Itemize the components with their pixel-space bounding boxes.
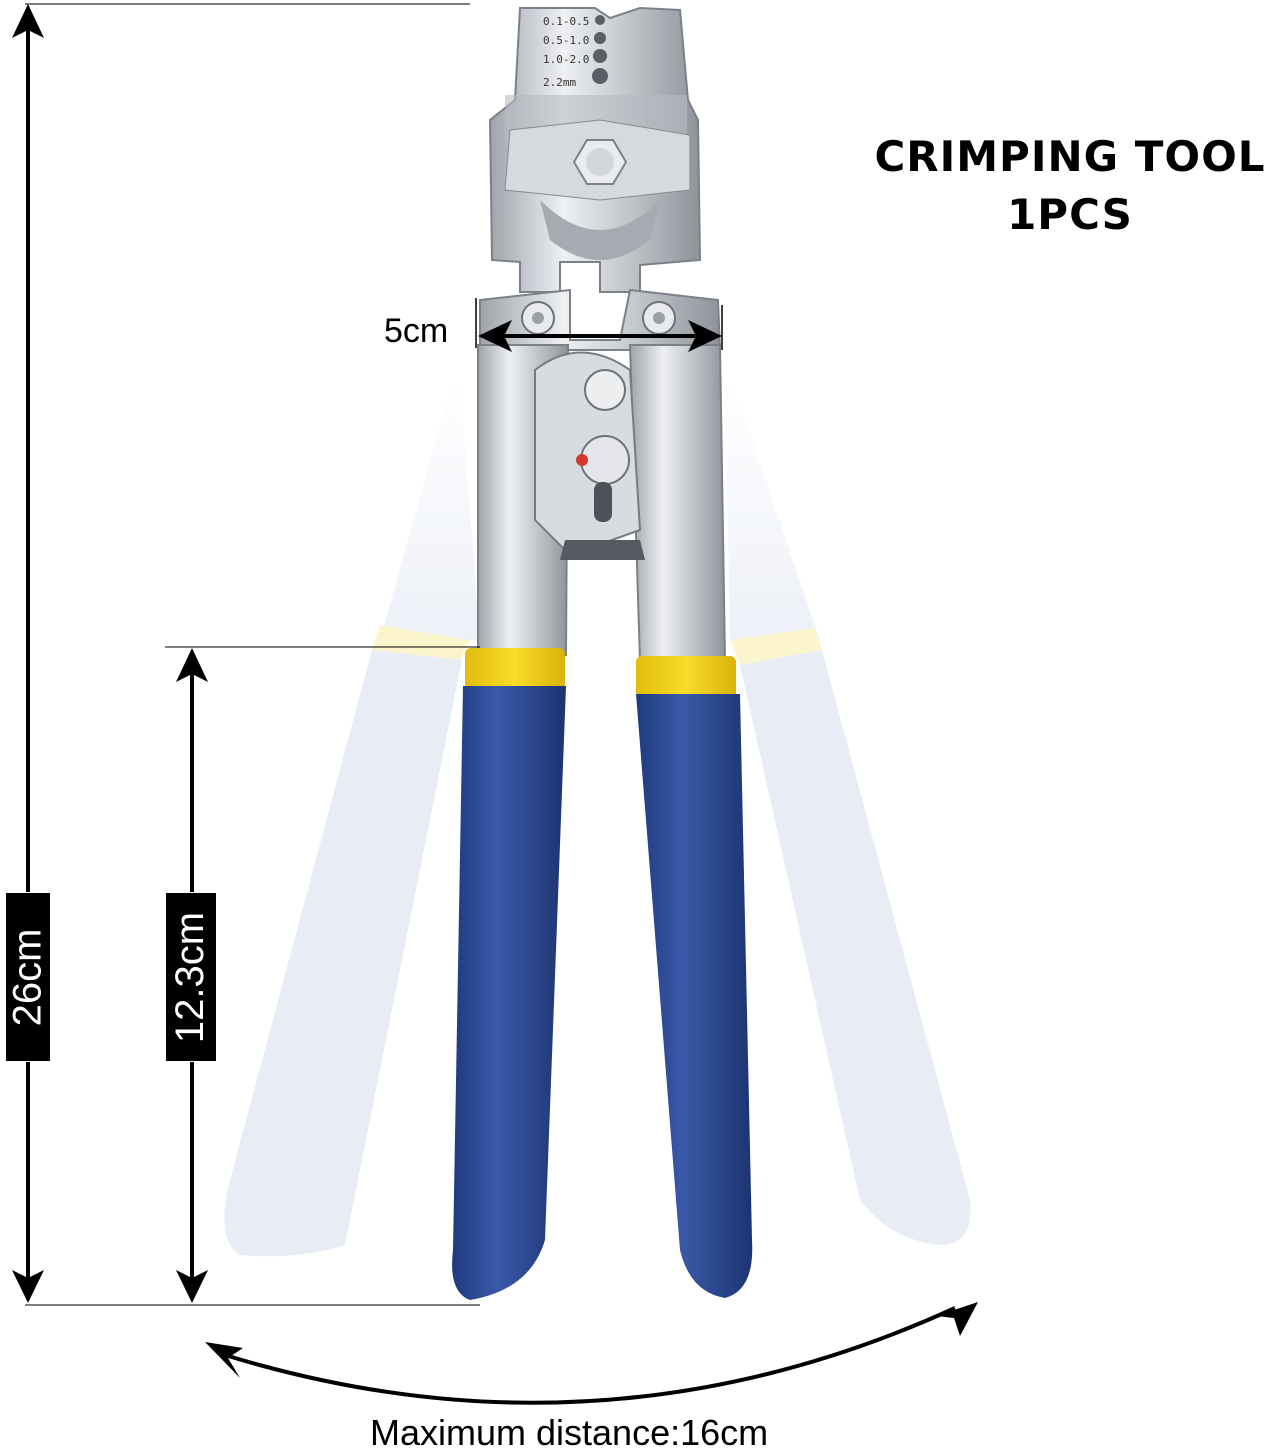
right-handle-grip [636,694,753,1298]
crimp-size-markings: 0.1-0.5 0.5-1.0 1.0-2.0 2.2mm [543,12,589,92]
right-grip-collar [636,656,736,698]
handle-length-label: 12.3cm [168,911,213,1043]
max-distance-label: Maximum distance:16cm [370,1412,769,1453]
crimper-body [477,288,727,661]
crimp-size-1: 0.1-0.5 [543,15,590,28]
total-length-indicator [12,3,480,1306]
ghost-handles [224,360,971,1257]
total-length-badge: 26cm [6,893,50,1061]
max-distance-indicator [205,1302,978,1405]
product-title: CRIMPING TOOL 1PCS [860,128,1277,244]
crimp-size-2: 0.5-1.0 [543,34,590,47]
jaw-width-label: 5cm [384,312,449,350]
handle-length-indicator [165,646,480,1303]
handle-length-badge: 12.3cm [166,893,216,1061]
total-length-label: 26cm [5,928,50,1026]
product-title-line2: 1PCS [1007,190,1133,239]
product-title-line1: CRIMPING TOOL [874,132,1266,181]
crimp-size-4: 2.2mm [543,76,577,89]
left-handle-grip [452,686,566,1300]
crimper-head [488,6,702,293]
left-grip-collar [465,648,565,690]
jaw-width-indicator [475,298,723,352]
crimp-size-3: 1.0-2.0 [543,53,590,66]
